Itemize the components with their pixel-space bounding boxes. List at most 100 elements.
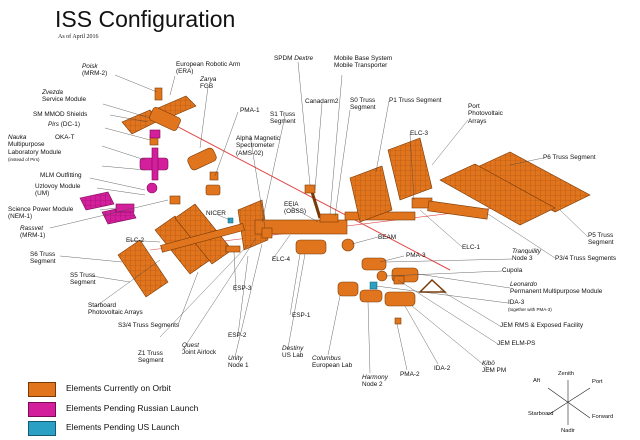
label-s34-truss: S3/4 Truss Segments xyxy=(118,322,180,329)
nicer-payload xyxy=(227,217,234,224)
label-jem-rms: JEM RMS & Exposed Facility xyxy=(500,322,584,329)
leader-lines xyxy=(49,61,589,374)
label-poisk: Poisk(MRM-2) xyxy=(82,63,108,78)
label-esp3: ESP-3 xyxy=(233,285,252,292)
legend-swatch-pending-us xyxy=(28,421,56,436)
orientation-compass xyxy=(547,380,591,425)
legend-label-on-orbit: Elements Currently on Orbit xyxy=(66,383,171,393)
dextre-robot xyxy=(304,184,316,194)
legend-label-pending-us: Elements Pending US Launch xyxy=(66,422,180,432)
label-jem-elm: JEM ELM-PS xyxy=(497,340,536,347)
harmony-node xyxy=(359,289,383,303)
pma2-adapter xyxy=(394,317,402,325)
starboard-array-s6 xyxy=(117,239,169,298)
compass-starboard: Starboard xyxy=(528,411,554,417)
starboard-truss xyxy=(160,223,245,253)
label-science-power-module: Science Power Module(NEM-1) xyxy=(8,206,74,221)
compass-port: Port xyxy=(592,379,603,385)
compass-nadir: Nadir xyxy=(561,428,575,434)
label-uzlovoy: Uzlovoy Module(UM) xyxy=(35,183,81,198)
label-elc4: ELC-4 xyxy=(272,256,291,263)
pma1-adapter xyxy=(209,171,219,181)
label-okat: OKA-T xyxy=(55,134,75,141)
nauka-module xyxy=(139,147,169,181)
label-mlm-outfitting: MLM Outfitting xyxy=(40,172,82,179)
poisk-module xyxy=(154,87,163,101)
s0-truss xyxy=(254,219,348,235)
canadarm2-arm xyxy=(310,191,322,219)
label-p1-truss: P1 Truss Segment xyxy=(389,97,442,104)
zarya-module xyxy=(187,147,217,171)
label-nicer: NICER xyxy=(206,210,226,217)
destiny-lab xyxy=(295,239,327,255)
label-spdm: SPDM Dextre xyxy=(274,55,314,62)
label-p34-truss: P3/4 Truss Segments xyxy=(555,255,617,262)
diagram-subtitle: As of April 2016 xyxy=(58,34,99,40)
port-array-p4 xyxy=(349,137,433,223)
jem-elm xyxy=(393,275,405,285)
science-power-module xyxy=(79,191,137,225)
label-pma1: PMA-1 xyxy=(240,107,260,114)
station-axis-line xyxy=(164,119,451,271)
label-pma3: PMA-3 xyxy=(406,252,426,259)
columbus-lab xyxy=(337,281,359,297)
legend-label-pending-russian: Elements Pending Russian Launch xyxy=(66,403,199,413)
unity-node xyxy=(205,184,221,196)
port-truss-p34 xyxy=(427,200,489,220)
label-elc3: ELC-3 xyxy=(410,130,429,137)
port-array-p6 xyxy=(439,151,591,226)
label-esp1: ESP-1 xyxy=(292,312,311,319)
legend-swatch-pending-russian xyxy=(28,402,56,417)
rassvet-module xyxy=(169,195,181,205)
compass-forward: Forward xyxy=(592,414,614,420)
zvezda-module xyxy=(149,107,181,131)
label-eeia: EEIA(OBSS) xyxy=(284,201,307,216)
ams-instrument xyxy=(261,227,273,239)
label-elc2: ELC-2 xyxy=(126,237,145,244)
label-canadarm2: Canadarm2 xyxy=(305,98,339,105)
compass-zenith: Zenith xyxy=(558,371,575,377)
label-rassvet: Rassvet(MRM-1) xyxy=(20,225,46,240)
label-pirs: Pirs (DC-1) xyxy=(48,121,80,128)
label-p6-truss: P6 Truss Segment xyxy=(543,154,596,161)
s1-truss xyxy=(237,199,269,251)
compass-aft: Aft xyxy=(533,378,541,384)
label-ida3: IDA-3(together with PMA-3) xyxy=(508,299,552,313)
label-sm-mmod: SM MMOD Shields xyxy=(33,111,88,118)
label-pma2: PMA-2 xyxy=(400,371,420,378)
label-beam: BEAM xyxy=(378,234,397,241)
mobile-transporter xyxy=(319,213,339,223)
kibo-pm xyxy=(384,291,416,307)
cupola-module xyxy=(376,270,388,282)
label-ida2: IDA-2 xyxy=(434,365,451,372)
esp3-platform xyxy=(225,245,241,253)
ida3-adapter xyxy=(369,281,378,290)
okat-module xyxy=(149,129,161,139)
beam-module xyxy=(341,238,355,252)
label-esp2: ESP-2 xyxy=(228,332,247,339)
diagram-title: ISS Configuration xyxy=(55,6,236,32)
label-cupola: Cupola xyxy=(502,267,523,274)
